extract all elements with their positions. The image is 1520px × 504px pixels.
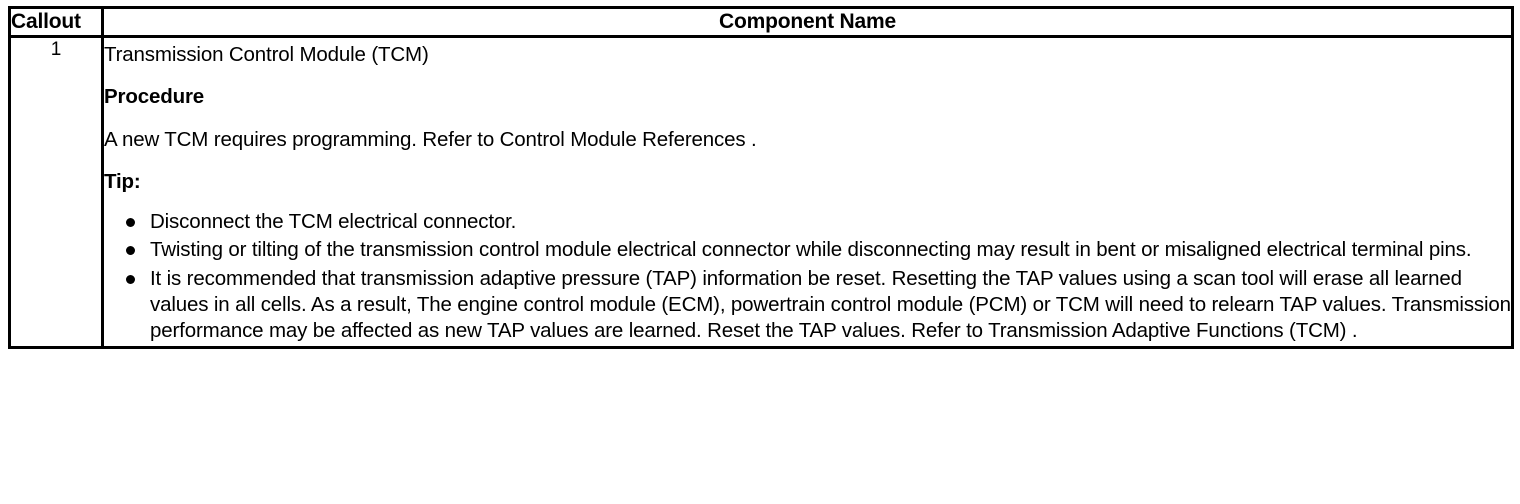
callout-number-cell: 1	[8, 35, 104, 350]
table-header: Callout Component Name	[8, 5, 1514, 39]
bullet-icon	[126, 274, 135, 284]
tip-list: Disconnect the TCM electrical connector.…	[104, 209, 1511, 344]
column-header-component-name: Component Name	[101, 5, 1514, 39]
list-item-text: Disconnect the TCM electrical connector.	[150, 210, 517, 234]
component-detail-cell: Transmission Control Module (TCM) Proced…	[101, 35, 1514, 350]
list-item: It is recommended that transmission adap…	[104, 266, 1511, 345]
tip-heading: Tip:	[104, 169, 141, 193]
table-row: 1 Transmission Control Module (TCM) Proc…	[8, 35, 1514, 350]
bullet-icon	[126, 218, 135, 228]
table-header-row: Callout Component Name	[8, 5, 1514, 39]
procedure-text: A new TCM requires programming. Refer to…	[104, 127, 757, 151]
column-header-callout: Callout	[8, 5, 104, 39]
component-table: Callout Component Name 1 Transmission Co…	[8, 5, 1514, 350]
list-item: Twisting or tilting of the transmission …	[104, 237, 1511, 263]
bullet-icon	[126, 246, 135, 256]
procedure-heading: Procedure	[104, 85, 205, 109]
table-body: 1 Transmission Control Module (TCM) Proc…	[8, 35, 1514, 350]
list-item-text: Twisting or tilting of the transmission …	[150, 238, 1472, 262]
list-item: Disconnect the TCM electrical connector.	[104, 209, 1511, 235]
component-title: Transmission Control Module (TCM)	[104, 43, 429, 67]
list-item-text: It is recommended that transmission adap…	[150, 266, 1511, 343]
